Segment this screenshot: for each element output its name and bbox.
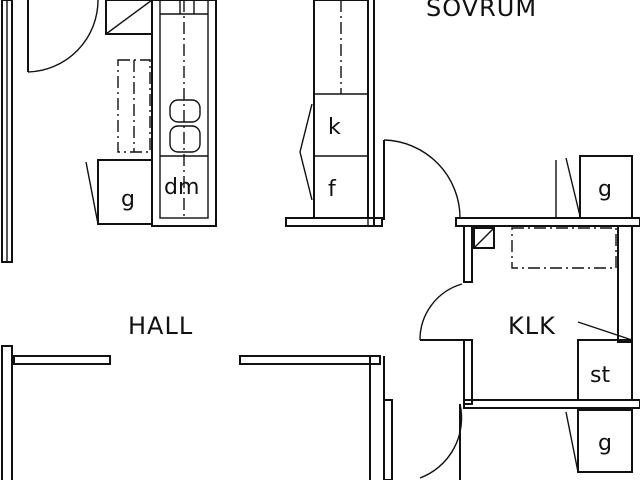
fridge-column: k f (285, 0, 383, 227)
room-label-sovrum: SOVRUM (426, 0, 537, 22)
fixture-g-bedroom-label: g (598, 177, 612, 202)
fixture-g-left: g (85, 159, 153, 225)
hall-lower-walls (13, 355, 463, 480)
fixture-g-bottom: g (565, 409, 633, 473)
fixture-g-left-label: g (121, 187, 135, 212)
fixture-f-label: f (328, 177, 337, 202)
appliance-outline-left (117, 59, 151, 153)
fixture-st-label: st (590, 363, 610, 388)
left-wall (1, 0, 13, 480)
kitchen-counter-left (151, 0, 217, 227)
room-label-hall: HALL (128, 312, 193, 340)
fixture-st: st (577, 321, 633, 401)
fixture-dm-label: dm (164, 175, 199, 200)
fixture-k-label: k (328, 115, 341, 140)
fixture-g-bottom-label: g (598, 431, 612, 456)
room-label-klk: KLK (508, 312, 556, 340)
fixture-g-bedroom: g (565, 155, 633, 219)
door-bedroom (383, 139, 461, 220)
klk-closet (419, 225, 640, 409)
bedroom-bottom-wall (455, 160, 640, 227)
